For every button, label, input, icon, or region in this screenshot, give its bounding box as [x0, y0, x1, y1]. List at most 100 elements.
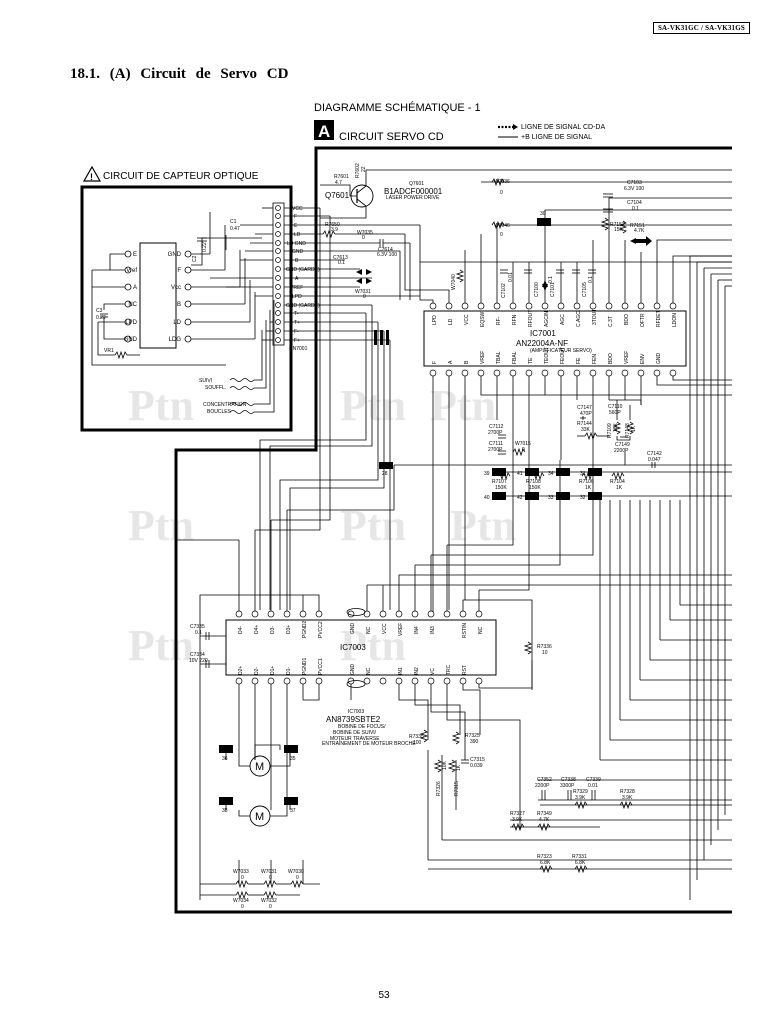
component-label: R7107 — [492, 479, 507, 485]
ic7003-pin-label: D4- — [238, 626, 244, 634]
component-value: 470P — [580, 411, 592, 417]
ic7001-part: AN22004A-NF — [516, 339, 568, 348]
component-label: C7100 — [534, 282, 540, 297]
component-label: C7315 — [470, 757, 485, 763]
ic7001-pin-label: TBAL — [496, 351, 502, 364]
component-label: R7329 — [573, 789, 588, 795]
component-label: C7352 — [537, 777, 552, 783]
pickup-component-label: VR1 — [104, 348, 114, 354]
coil-label: CONCENTRATION — [203, 402, 247, 408]
component-label: R7325 — [465, 733, 480, 739]
legend-plus-b-label: +B LIGNE DE SIGNAL — [521, 134, 592, 141]
ic7003-pin-label: IN1 — [398, 667, 404, 675]
connector-pin-label: A — [295, 276, 299, 282]
component-label: C7149 — [615, 442, 630, 448]
component-label: R7328 — [620, 789, 635, 795]
watermark: Ptn — [340, 621, 406, 670]
board-outline — [174, 146, 732, 914]
component-label: W7034 — [233, 898, 249, 904]
component-value: 100 — [413, 740, 422, 746]
component-label: C7101 — [550, 282, 556, 297]
ic7003-part: AN8739SBTE2 — [326, 715, 381, 724]
component-value: 6.3V 100 — [624, 186, 644, 192]
component-label: R7327 — [510, 811, 525, 817]
ic7003-pin-label: D1- — [286, 667, 292, 675]
component-label: R7326 — [436, 781, 442, 796]
component-value: 0.1 — [632, 206, 639, 212]
component-value: 0 — [241, 875, 244, 881]
pickup-pin-label: B — [177, 302, 181, 308]
component-value: 0 — [500, 232, 503, 238]
right-bus-lines — [689, 255, 732, 900]
component-label: W7032 — [261, 898, 277, 904]
ic7003-pin-label: D2+ — [238, 666, 244, 675]
component-value: 22 — [361, 166, 367, 172]
ic7001-pin-label: GND — [656, 353, 662, 365]
component-label: C7614 — [378, 247, 393, 253]
component-value: 1K — [616, 485, 623, 491]
ic7001-pin-label: AGC — [560, 314, 566, 325]
component-value: 0.047 — [648, 457, 661, 463]
motor-section: M M 36 35 38 37 — [219, 744, 298, 827]
ic7001-pin-label: VREF — [624, 351, 630, 364]
pickup-component-value: 0.47 — [230, 226, 240, 232]
lower-components: R7335 100 R7325 390 C7315 0.039 R7326 10… — [409, 729, 732, 874]
ic7003-pin-label: VC — [430, 668, 436, 675]
cn-side-components: R7650 3.9 W7035 0 C7614 6.3V 100 C7613 0… — [259, 207, 420, 610]
component-value: 0.01 — [508, 272, 514, 282]
component-label: R7144 — [577, 421, 592, 427]
pickup-pin-label: LDG — [169, 337, 182, 343]
page-number: 53 — [378, 990, 390, 1001]
q7601-small-title: Q7601 — [409, 181, 424, 187]
connector-pin-label: E — [294, 223, 298, 229]
node-label: 40 — [484, 495, 490, 501]
connector-pin-label: T- — [294, 311, 299, 317]
component-label: R7323 — [537, 854, 552, 860]
component-label: R7109 — [607, 423, 613, 438]
component-label: R7349 — [537, 811, 552, 817]
component-label: C7110 — [608, 404, 623, 410]
ic7003-small-title: IC7003 — [348, 709, 364, 715]
component-label: C7112 — [489, 424, 504, 430]
component-value: 6.8K — [575, 860, 586, 866]
component-value: 2700P — [488, 430, 503, 436]
ic7001-pin-label: B — [464, 360, 470, 364]
pickup-pin-label: NC — [128, 302, 137, 308]
ic7003-pin-label: PGND2 — [302, 621, 308, 638]
pickup-pin-label: LD — [173, 320, 181, 326]
connector-pin-label: F+ — [294, 338, 300, 344]
component-label: R7152 — [610, 222, 625, 228]
node-label: 30 — [540, 211, 546, 217]
node-label: 38 — [222, 808, 228, 814]
ic7001-pin-label: FE — [576, 357, 582, 364]
ic7001-pin-label: C.AGC — [576, 311, 582, 327]
connector-pin-label: T+ — [294, 320, 300, 326]
coil-label: SOUFFL. — [205, 385, 226, 391]
model-header: SA-VK31GC / SA-VK31GS — [652, 22, 750, 34]
component-value: 0 — [500, 190, 503, 196]
component-value: 0.1 — [195, 630, 202, 636]
node-label: 34 — [548, 471, 554, 477]
connector-pin-label: GND (GARDE) — [286, 303, 320, 309]
watermark: Ptn — [450, 501, 516, 550]
component-label: C7104 — [627, 200, 642, 206]
ic7003-pin-label: PVCC1 — [318, 658, 324, 675]
node-label: 31 — [580, 471, 586, 477]
connector-pin-label: GND — [292, 249, 304, 255]
component-value: 0 — [269, 904, 272, 910]
ic7001-pin-label: LPD — [432, 315, 438, 325]
ic7003-pin-label: D4+ — [254, 625, 260, 634]
component-label: C7338 — [561, 777, 576, 783]
ic7001-pin-label: FEOUT — [560, 347, 566, 364]
component-label: R7335 — [409, 734, 424, 740]
component-value: 18K — [613, 422, 619, 432]
ic7003-pin-label: RSTIN — [462, 623, 468, 638]
ic7001-pin-label: LD — [448, 318, 454, 325]
pickup-pin-label: F — [177, 268, 181, 274]
ic7003-pin-label: VREF — [398, 623, 404, 636]
component-value: 0.01 — [588, 783, 598, 789]
component-label: C7105 — [582, 282, 588, 297]
watermark: Ptn — [128, 621, 194, 670]
component-label: C7147 — [577, 405, 592, 411]
ic7001-pin-label: EQSW — [480, 311, 486, 327]
